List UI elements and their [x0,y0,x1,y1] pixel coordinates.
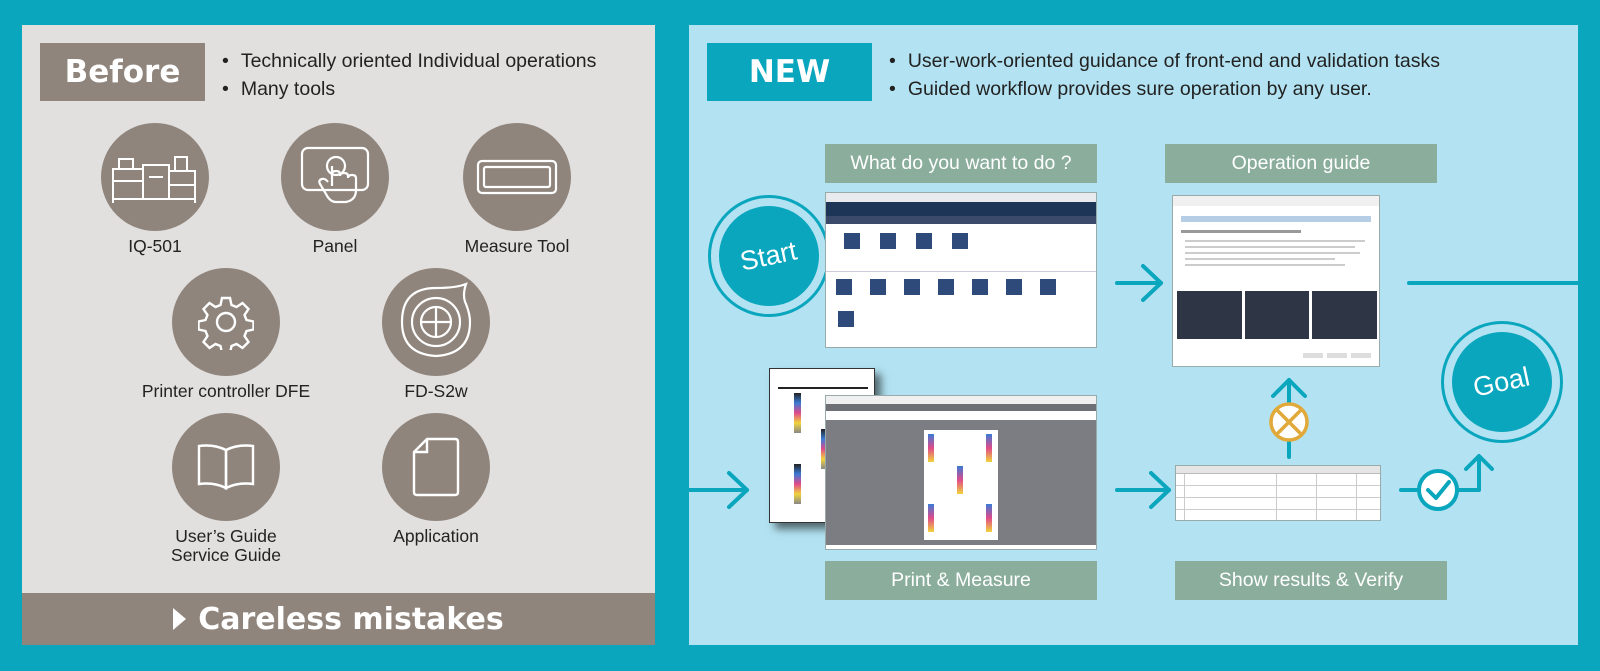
triangle-right-icon [173,608,187,630]
screenshot-operation-guide [1172,195,1380,367]
before-bullet: Technically oriented Individual operatio… [222,47,597,75]
tool-label: FD-S2w [404,381,468,401]
spectrophotometer-icon [382,268,490,376]
tool-panel: Panel [225,123,445,256]
start-node: Start [708,195,830,317]
tool-label: Panel [312,236,358,256]
tool-label: Application [393,526,479,546]
tool-label: User’s Guide [175,526,277,546]
goal-core: Goal [1452,332,1552,432]
step-operation-guide: Operation guide [1165,144,1437,183]
careless-mistakes-banner: Careless mistakes [22,593,655,645]
screenshot-results-table [1175,465,1381,521]
before-bullets: Technically oriented Individual operatio… [222,47,597,103]
screenshot-main-menu [825,192,1097,348]
warning-x-icon [1269,402,1309,442]
touch-panel-icon [281,123,389,231]
new-tag: NEW [707,43,872,101]
tool-label: IQ-501 [128,236,182,256]
new-bullet: Guided workflow provides sure operation … [889,75,1440,103]
tool-label: Printer controller DFE [141,381,311,401]
step-print-measure: Print & Measure [825,561,1097,600]
before-bullet: Many tools [222,75,596,103]
tool-iq-501: IQ-501 [45,123,265,256]
tool-fd-s2w: FD-S2w [326,268,546,401]
screenshot-measure-view [825,395,1097,550]
tool-guides: User’s Guide Service Guide [116,413,336,565]
new-bullets: User-work-oriented guidance of front-end… [889,47,1440,103]
check-circle-icon [1417,469,1459,511]
new-panel: NEW User-work-oriented guidance of front… [689,25,1578,645]
before-panel: Before Technically oriented Individual o… [22,25,655,645]
gear-icon [172,268,280,376]
measure-device-icon [463,123,571,231]
tool-label: Measure Tool [464,236,570,256]
step-what-to-do: What do you want to do ? [825,144,1097,183]
goal-node: Goal [1441,321,1563,443]
start-core: Start [719,206,819,306]
tool-measure: Measure Tool [407,123,627,256]
flow-connectors [689,264,1578,511]
book-icon [172,413,280,521]
tool-dfe: Printer controller DFE [116,268,336,401]
before-tag: Before [40,43,205,101]
document-icon [382,413,490,521]
step-show-results: Show results & Verify [1175,561,1447,600]
tool-label: Service Guide [171,545,281,565]
new-bullet: User-work-oriented guidance of front-end… [889,47,1440,75]
banner-text: Careless mistakes [198,601,504,637]
printer-icon [101,123,209,231]
tool-application: Application [326,413,546,546]
